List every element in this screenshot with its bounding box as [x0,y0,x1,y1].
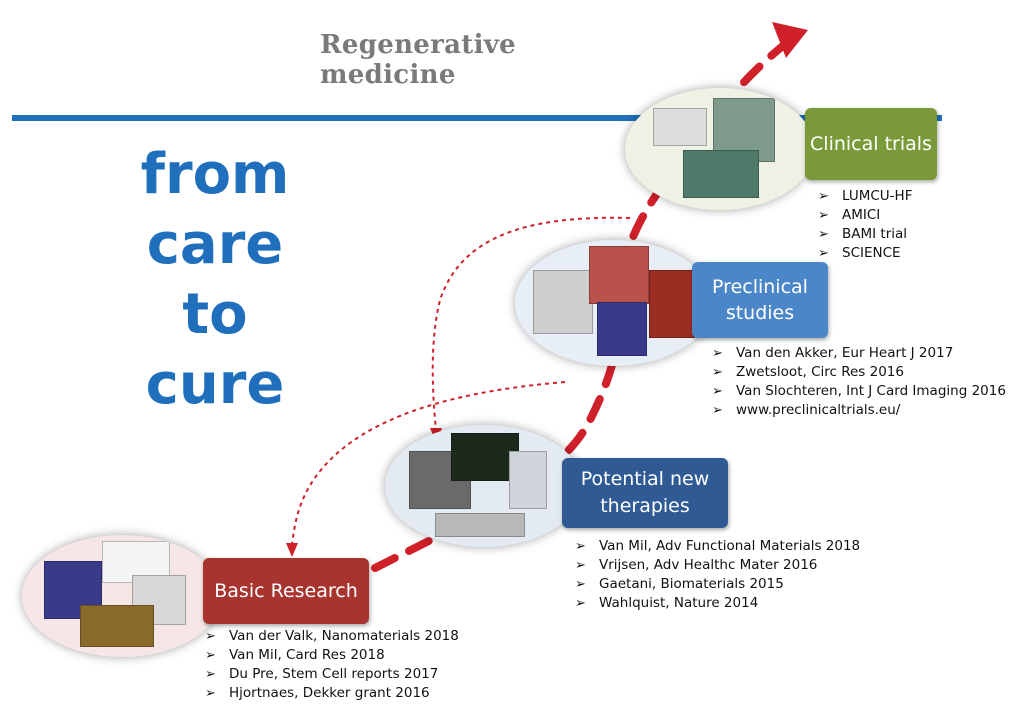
photo-stent [653,108,707,146]
feedback-arrowhead-icon [286,543,298,557]
reference-item: LUMCU-HF [818,187,912,206]
clinical-trials-refs: LUMCU-HF AMICI BAMI trial SCIENCE [818,187,912,263]
reference-item: Gaetani, Biomaterials 2015 [575,575,860,594]
clinical-trials-label: Clinical trials [805,108,937,180]
reference-item: Vrijsen, Adv Healthc Mater 2016 [575,556,860,575]
preclinical-label-line: Preclinical [712,276,808,298]
preclinical-photo-oval [515,240,713,366]
photo-heart-3d-map [597,302,647,356]
reference-item: www.preclinicaltrials.eu/ [712,401,1006,420]
clinical-trials-photo-oval [625,88,815,210]
diagram-title: Regenerative medicine [320,30,516,90]
therapies-label: Potential new therapies [562,458,728,528]
photo-patch [435,513,525,537]
reference-item: Hjortnaes, Dekker grant 2016 [205,684,459,703]
basic-research-label: Basic Research [203,558,369,624]
photo-microstructure [80,605,154,647]
divider-line [12,115,942,121]
photo-surgery [649,270,695,338]
reference-item: Zwetsloot, Circ Res 2016 [712,363,1006,382]
slogan-line: to [182,282,248,347]
reference-item: SCIENCE [818,244,912,263]
photo-operating-room [683,150,759,198]
feedback-arrow-preclinical-to-basic [291,381,566,546]
photo-bioluminescence [509,451,547,509]
photo-angiography [533,270,593,334]
reference-item: Van Mil, Card Res 2018 [205,646,459,665]
therapies-photo-oval [385,425,583,547]
slogan-line: from [140,142,290,207]
main-arrowhead-icon [772,22,808,58]
reference-item: Du Pre, Stem Cell reports 2017 [205,665,459,684]
feedback-arrow-clinical-to-potential [431,216,631,431]
therapies-label-line: Potential new [580,468,710,490]
basic-research-label-text: Basic Research [214,580,358,602]
reference-item: AMICI [818,206,912,225]
basic-research-photo-oval [22,535,222,657]
preclinical-label: Preclinical studies [692,262,828,338]
therapies-refs: Van Mil, Adv Functional Materials 2018 V… [575,537,860,613]
slogan-line: cure [145,352,285,417]
reference-item: Wahlquist, Nature 2014 [575,594,860,613]
clinical-trials-label-text: Clinical trials [810,133,932,155]
photo-heart-section [589,246,649,304]
basic-research-refs: Van der Valk, Nanomaterials 2018 Van Mil… [205,627,459,703]
slogan: from care to cure [135,140,295,420]
preclinical-refs: Van den Akker, Eur Heart J 2017 Zwetsloo… [712,344,1006,420]
therapies-label-line: therapies [600,495,690,517]
slogan-line: care [146,212,284,277]
reference-item: Van der Valk, Nanomaterials 2018 [205,627,459,646]
reference-item: BAMI trial [818,225,912,244]
reference-item: Van den Akker, Eur Heart J 2017 [712,344,1006,363]
reference-item: Van Mil, Adv Functional Materials 2018 [575,537,860,556]
reference-item: Van Slochteren, Int J Card Imaging 2016 [712,382,1006,401]
preclinical-label-line: studies [725,302,795,324]
photo-cell-staining [451,433,519,481]
